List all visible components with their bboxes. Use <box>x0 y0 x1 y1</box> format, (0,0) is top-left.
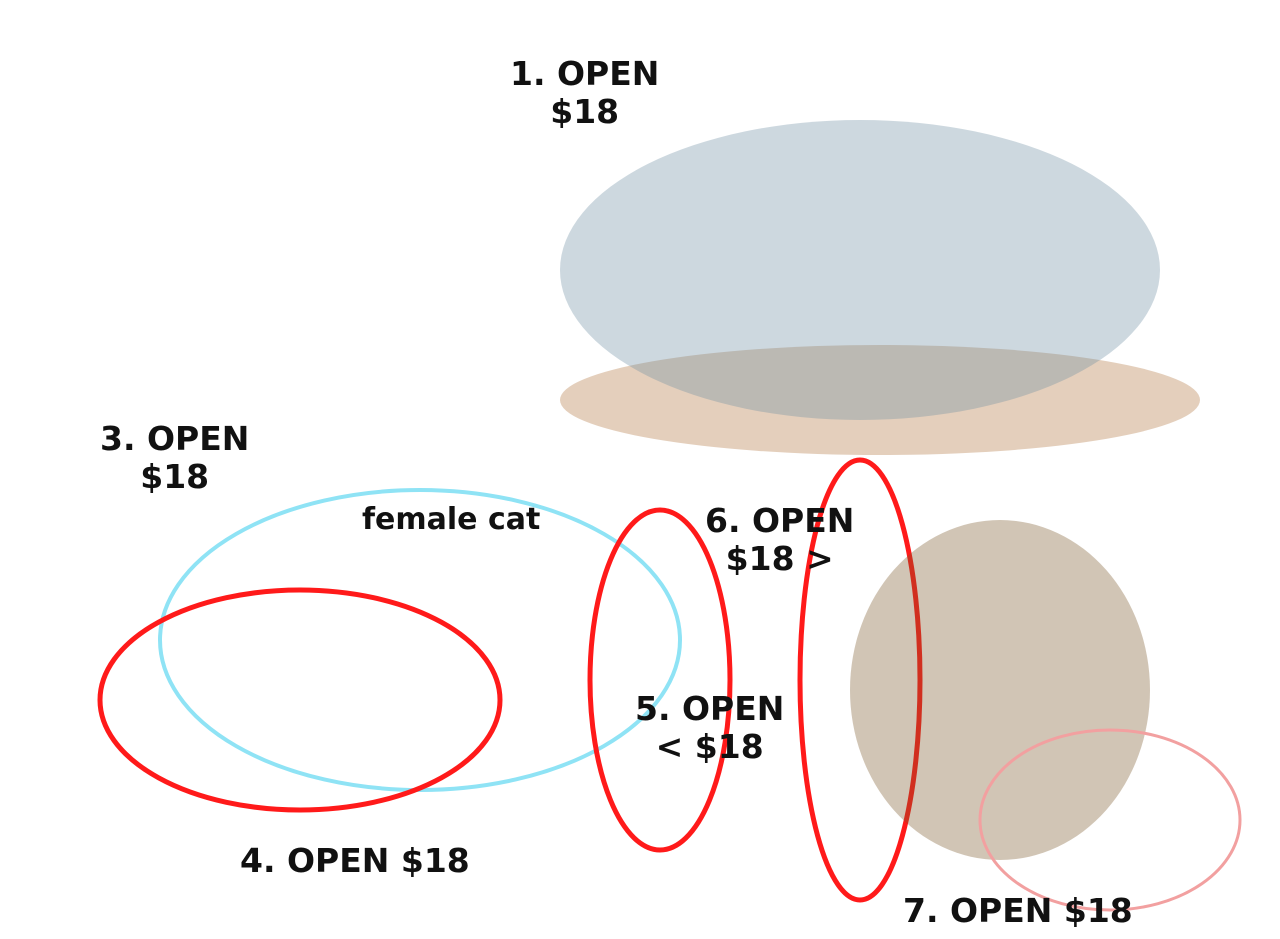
slot-7-label: 7. OPEN $18 <box>903 892 1133 930</box>
female-cat-note: female cat <box>362 502 541 537</box>
slot-4-label: 4. OPEN $18 <box>240 842 470 880</box>
slot-title: 7. OPEN $18 <box>903 891 1133 930</box>
slot-price: $18 <box>550 91 620 131</box>
slot-6-label: 6. OPEN $18 > <box>705 502 854 578</box>
red-sketch-area <box>797 457 923 903</box>
slot-3-label: 3. OPEN $18 <box>100 420 249 496</box>
slot-title: 6. OPEN <box>705 501 855 540</box>
shadow-shape <box>560 345 1200 455</box>
slot-price: $18 <box>140 456 210 496</box>
colored-artwork-area <box>560 120 1160 420</box>
slot-price: < $18 <box>655 726 764 766</box>
red-sketch-area <box>587 507 733 853</box>
slot-price: $18 > <box>725 538 834 578</box>
slot-title: 3. OPEN <box>100 419 250 458</box>
slot-title: 5. OPEN <box>635 689 785 728</box>
colored-artwork-area <box>850 520 1150 860</box>
slot-5-label: 5. OPEN < $18 <box>635 690 784 766</box>
slot-title: 1. OPEN <box>510 54 660 93</box>
slot-1-label: 1. OPEN $18 <box>510 55 659 131</box>
red-sketch-area <box>97 587 503 813</box>
slot-title: 4. OPEN $18 <box>240 841 470 880</box>
pink-sketch-area <box>978 728 1242 912</box>
